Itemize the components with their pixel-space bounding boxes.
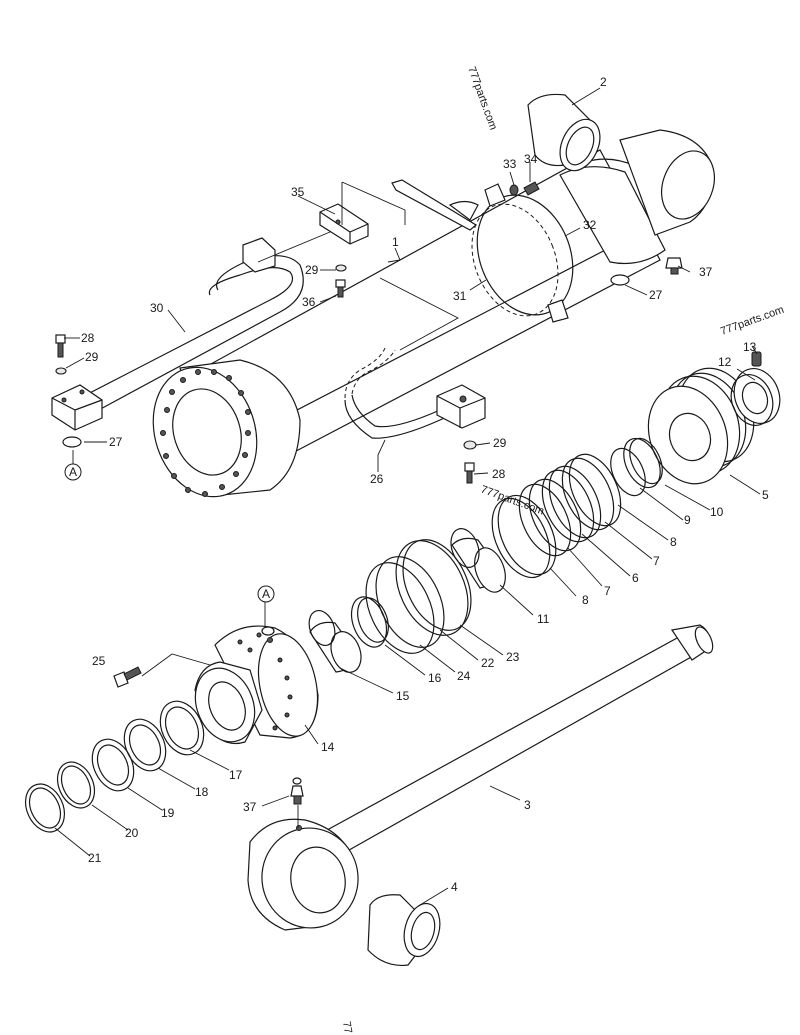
callout-27-right: 27 (649, 288, 663, 302)
reference-mark-a-head: A (257, 585, 275, 603)
callout-21: 21 (88, 851, 102, 865)
seal-19 (91, 738, 135, 792)
svg-text:A: A (262, 587, 270, 601)
ring-20 (56, 761, 96, 809)
callout-34: 34 (524, 152, 538, 166)
callout-35: 35 (291, 185, 305, 199)
leader-lines (54, 87, 761, 906)
callout-16: 16 (428, 671, 442, 685)
callout-1: 1 (392, 235, 399, 249)
callout-13: 13 (743, 340, 757, 354)
callout-25: 25 (92, 654, 106, 668)
o-ring-27-left (62, 436, 82, 448)
callout-32: 32 (583, 218, 597, 232)
callout-30: 30 (150, 301, 164, 315)
grease-nipple-37-bottom (290, 777, 304, 805)
nut-33 (509, 184, 519, 196)
callout-7-upper: 7 (653, 554, 660, 568)
callout-22: 22 (481, 656, 495, 670)
bushing-11 (450, 528, 506, 593)
callout-17: 17 (229, 768, 243, 782)
callout-29-right: 29 (493, 436, 507, 450)
seal-ring-10 (623, 437, 663, 489)
callout-31: 31 (453, 289, 467, 303)
reference-mark-a-left: A (64, 463, 82, 481)
watermark-right: 777parts.com (719, 304, 786, 338)
washer-29-left (55, 367, 67, 375)
callout-7-lower: 7 (604, 584, 611, 598)
callout-14: 14 (321, 740, 335, 754)
seal-17 (159, 700, 205, 756)
callout-37-bottom: 37 (243, 800, 257, 814)
callout-19: 19 (161, 806, 175, 820)
wiper-21 (24, 783, 66, 833)
callout-36: 36 (302, 295, 316, 309)
seal-16 (350, 596, 389, 648)
bolt-36 (335, 279, 346, 298)
callout-29-top: 29 (305, 263, 319, 277)
pipe-clamp-35 (319, 203, 369, 245)
cylinder-head-14 (194, 625, 319, 745)
footer-fragment: 77 (340, 1020, 354, 1034)
callout-28-left: 28 (81, 331, 95, 345)
hydraulic-pipe-30 (51, 237, 304, 431)
hydraulic-pipe-26 (344, 347, 486, 439)
callout-23: 23 (506, 650, 520, 664)
piston-rod-3 (247, 624, 714, 931)
washer-29-right (463, 440, 477, 450)
callout-8-lower: 8 (582, 593, 589, 607)
bolt-34 (523, 181, 540, 196)
callout-15: 15 (396, 689, 410, 703)
piston-5 (647, 367, 755, 485)
callout-26: 26 (370, 472, 384, 486)
cylinder-tube (152, 129, 715, 498)
piston-rings-6-7-8 (491, 453, 622, 579)
callout-numbers: 1 2 3 4 5 6 7 7 8 8 9 10 11 12 13 14 15 … (81, 75, 769, 894)
grease-nipple-37-top (665, 257, 683, 275)
callout-33: 33 (503, 157, 517, 171)
callout-12: 12 (718, 355, 732, 369)
bushing-15 (308, 609, 362, 673)
callout-3: 3 (524, 798, 531, 812)
mounting-bracket (391, 179, 479, 231)
washer-29-top (335, 264, 347, 272)
callout-37-top: 37 (699, 265, 713, 279)
bushing-4 (367, 894, 441, 967)
callout-10: 10 (710, 505, 724, 519)
callout-9: 9 (684, 513, 691, 527)
callout-28-right: 28 (492, 467, 506, 481)
tube-clamp-band (471, 183, 574, 323)
callout-5: 5 (762, 488, 769, 502)
callout-2: 2 (600, 75, 607, 89)
callout-20: 20 (125, 826, 139, 840)
bolt-25 (113, 666, 142, 688)
bolt-28-left (55, 334, 66, 358)
callout-29-left: 29 (85, 350, 99, 364)
callout-11: 11 (537, 612, 550, 626)
flange-bolt-holes (160, 369, 251, 497)
svg-text:A: A (69, 465, 77, 479)
callout-6: 6 (632, 571, 639, 585)
callout-27-left: 27 (109, 435, 123, 449)
callout-24: 24 (457, 669, 471, 683)
bolt-28-right (464, 462, 475, 484)
watermark-middle: 777parts.com (479, 484, 546, 518)
o-ring-27-right (610, 274, 630, 286)
callout-8-upper: 8 (670, 535, 677, 549)
callout-4: 4 (451, 880, 458, 894)
set-screw-13 (751, 351, 762, 367)
watermark-top: 777parts.com (465, 65, 499, 132)
callout-18: 18 (195, 785, 209, 799)
nut-12 (730, 368, 781, 426)
bushing-2 (527, 93, 601, 172)
